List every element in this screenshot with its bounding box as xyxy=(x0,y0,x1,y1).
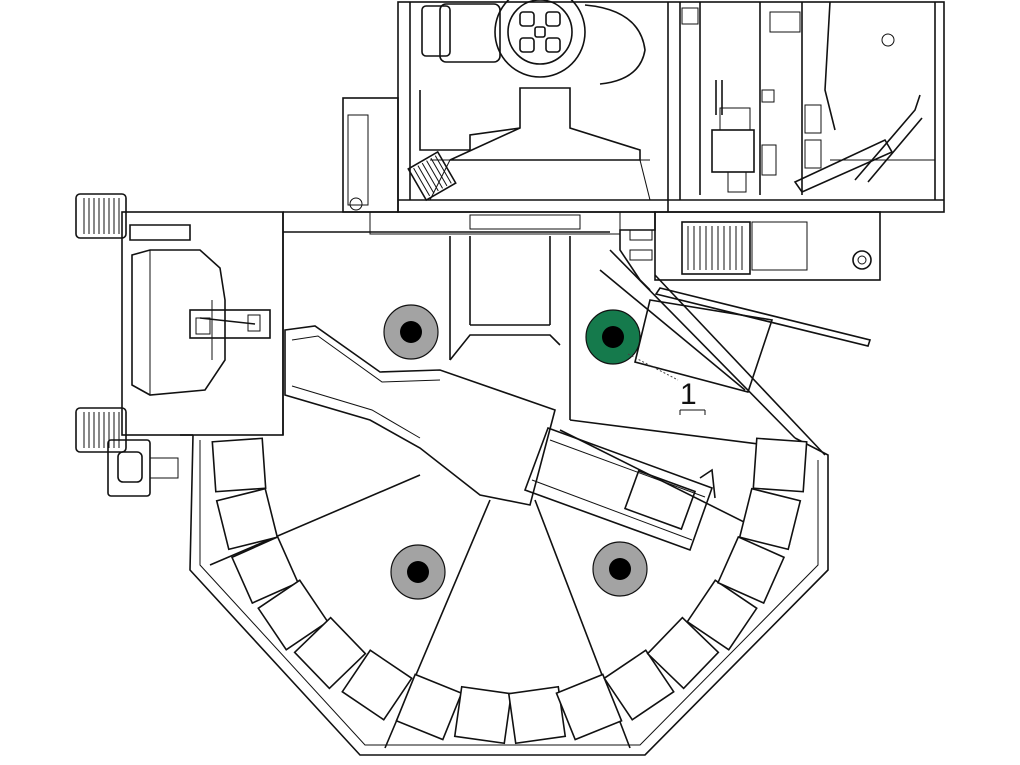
octagonal-rotary-table xyxy=(180,429,829,756)
upper-machine-housing xyxy=(342,0,945,213)
right-electrical-module xyxy=(629,211,881,281)
position-marker-top-left xyxy=(383,304,439,360)
callout-1: 1 xyxy=(627,353,706,415)
fan-icon xyxy=(75,407,127,453)
left-feeder-unit xyxy=(75,193,284,497)
transfer-arm xyxy=(284,325,716,552)
position-marker-bottom-left xyxy=(390,544,446,600)
position-marker-bottom-right xyxy=(592,541,648,597)
callout-leader-line xyxy=(627,353,679,381)
position-marker-top-right xyxy=(585,309,641,365)
fan-icon xyxy=(75,193,127,239)
main-table xyxy=(282,211,872,456)
callout-label: 1 xyxy=(680,378,697,411)
